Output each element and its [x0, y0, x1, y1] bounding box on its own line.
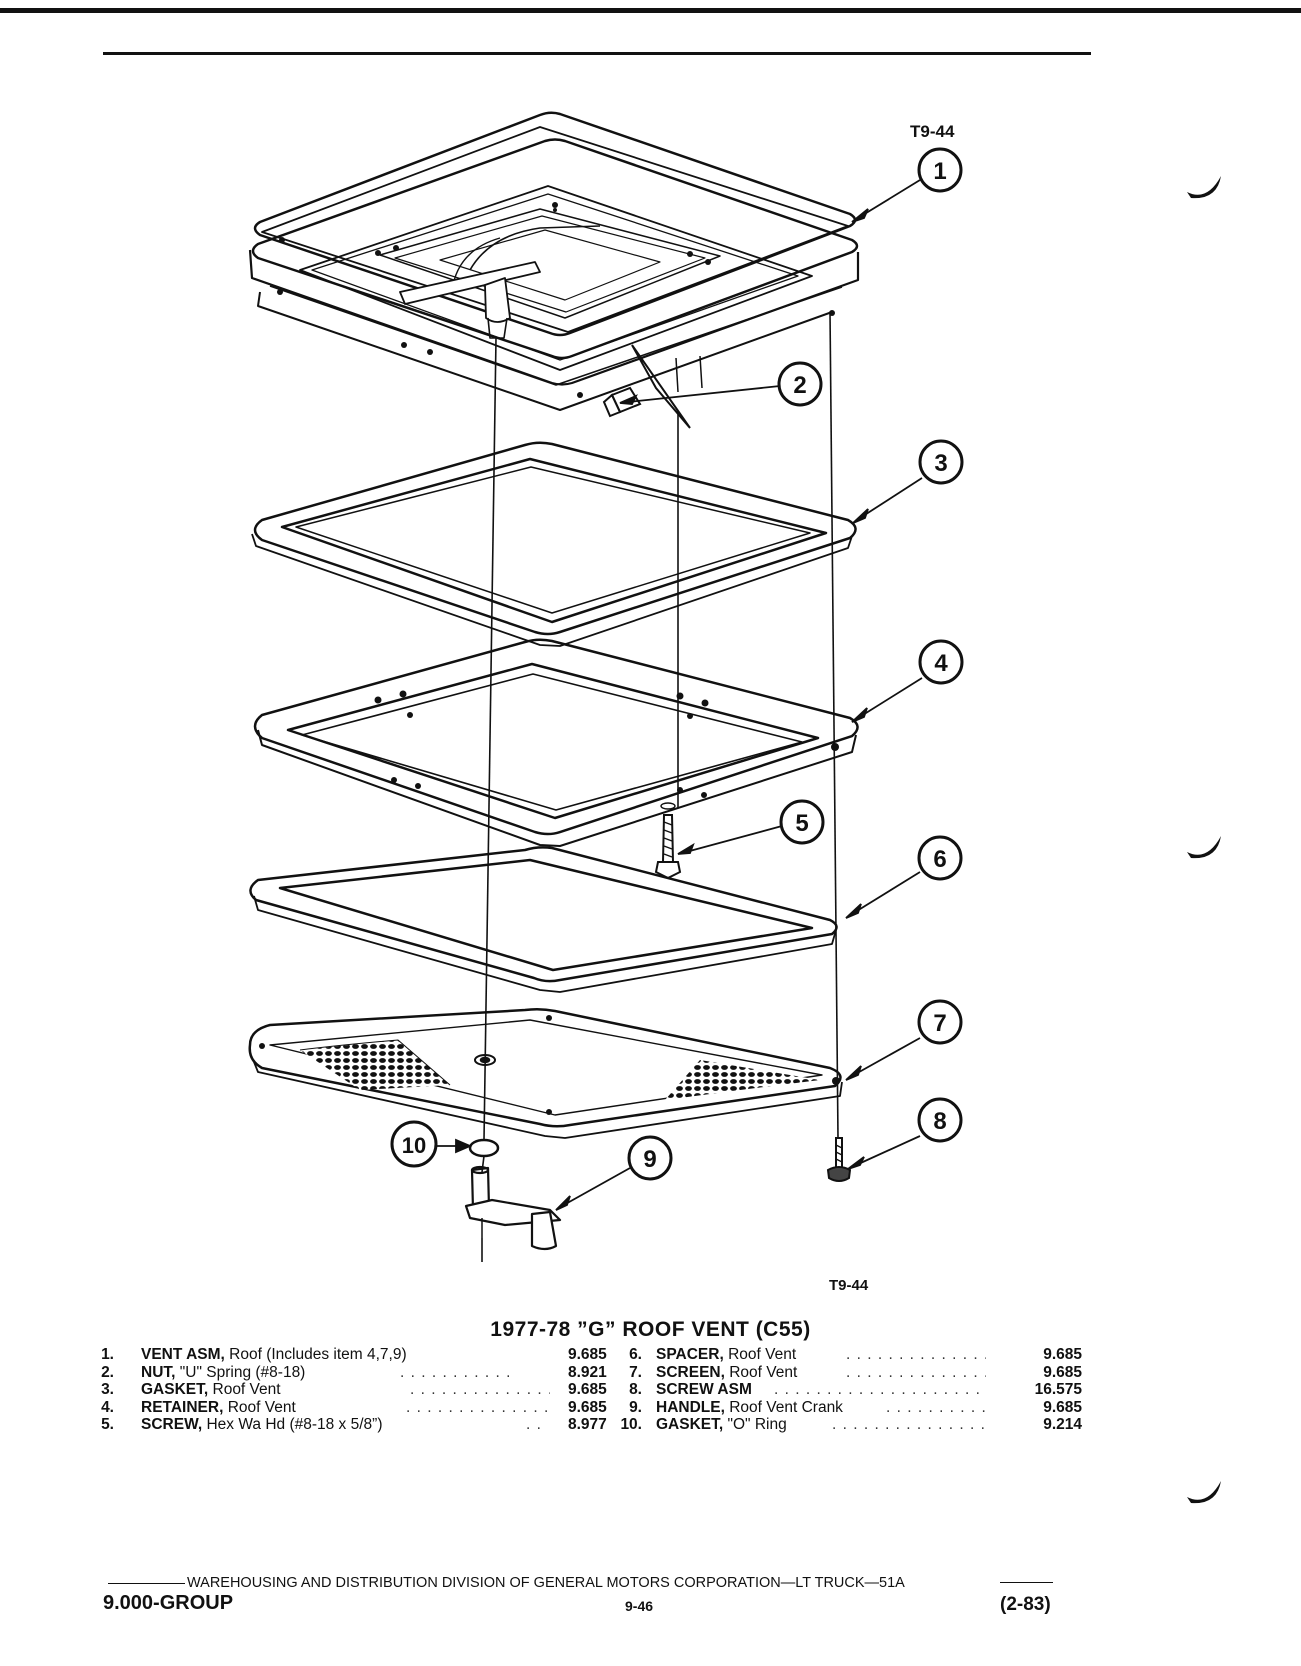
group-number: 9.685: [568, 1381, 607, 1398]
part-desc: "O" Ring: [727, 1416, 787, 1433]
callout-numbers: 1 2 3 4 5 6 7 8 9 10: [402, 158, 949, 1173]
group-number: 9.685: [1043, 1398, 1082, 1416]
gasket-part: [251, 441, 857, 647]
item-number: 5.: [101, 1416, 114, 1433]
binder-mark-icon: [1187, 1481, 1221, 1504]
footer-division: WAREHOUSING AND DISTRIBUTION DIVISION OF…: [108, 1575, 905, 1591]
part-desc: Roof Vent: [227, 1398, 296, 1416]
alignment-lines: [481, 311, 839, 1262]
callout-7: 7: [933, 1010, 946, 1037]
part-name: GASKET, "O" Ring: [656, 1416, 787, 1433]
top-rule: [0, 8, 1301, 13]
part-name: HANDLE, Roof Vent Crank: [656, 1398, 843, 1416]
list-item: 10. GASKET, "O" Ring . . . . . . . . . .…: [612, 1416, 1092, 1434]
footer-group: 9.000-GROUP: [103, 1592, 234, 1614]
list-item: 6. SPACER, Roof Vent . . . . . . . . . .…: [612, 1346, 1092, 1364]
part-name: GASKET, Roof Vent: [141, 1381, 281, 1398]
callout-9: 9: [643, 1146, 656, 1173]
part-name: VENT ASM, Roof (Includes item 4,7,9): [141, 1346, 407, 1363]
list-item: 5. SCREW, Hex Wa Hd (#8-18 x 5/8”) . . 8…: [88, 1416, 607, 1434]
binder-mark-icon: [1187, 836, 1221, 859]
dot-leader: . .: [526, 1416, 542, 1433]
crank-handle-part: [464, 1165, 562, 1251]
item-number: 4.: [101, 1398, 114, 1416]
group-number: 9.685: [1043, 1363, 1082, 1381]
part-name: RETAINER, Roof Vent: [141, 1398, 296, 1416]
item-number: 1.: [101, 1346, 114, 1363]
item-number: 8.: [629, 1381, 642, 1398]
spacer-part: [249, 846, 838, 993]
part-desc: Hex Wa Hd (#8-18 x 5/8”): [206, 1416, 383, 1433]
group-number: 8.977: [568, 1416, 607, 1433]
dot-leader: . . . . . . . . . . . . . .: [846, 1363, 986, 1381]
revision-date: (2-83): [1000, 1594, 1051, 1615]
callout-circles: [390, 147, 964, 1181]
part-desc: Roof Vent: [212, 1381, 281, 1398]
figure-label-bottom: T9-44: [829, 1277, 869, 1294]
part-desc: Roof Vent: [729, 1363, 798, 1381]
list-item: 3. GASKET, Roof Vent . . . . . . . . . .…: [88, 1381, 607, 1399]
dot-leader: . . . . . . . . . . . . . . . .: [832, 1416, 986, 1433]
callout-2: 2: [793, 372, 806, 399]
list-item: 9. HANDLE, Roof Vent Crank . . . . . . .…: [612, 1399, 1092, 1417]
hex-screw-part: [654, 802, 682, 880]
list-item: 8. SCREW ASM . . . . . . . . . . . . . .…: [612, 1381, 1092, 1399]
callout-8: 8: [933, 1108, 946, 1135]
figure-label-top: T9-44: [910, 122, 955, 141]
part-desc: Roof Vent Crank: [729, 1398, 843, 1416]
screw-asm-part: [826, 1137, 852, 1182]
item-number: 6.: [629, 1346, 642, 1363]
group-number: 9.214: [1043, 1416, 1082, 1433]
dot-leader: . . . . . . . . . .: [886, 1398, 986, 1416]
group-number: 9.685: [1043, 1346, 1082, 1363]
callout-3: 3: [934, 450, 947, 477]
group-number: 8.921: [568, 1363, 607, 1381]
part-name: SCREW ASM: [656, 1381, 752, 1398]
binder-mark-icon: [1187, 176, 1221, 199]
group-number: 9.685: [568, 1346, 607, 1363]
part-name: SCREW, Hex Wa Hd (#8-18 x 5/8”): [141, 1416, 383, 1433]
screen-part: [248, 1007, 843, 1139]
part-desc: "U" Spring (#8-18): [179, 1363, 306, 1381]
list-item: 1. VENT ASM, Roof (Includes item 4,7,9) …: [88, 1346, 607, 1364]
header-rule: [103, 52, 1091, 55]
u-spring-nut-part: [602, 344, 703, 429]
retainer-part: [253, 638, 859, 847]
item-number: 10.: [620, 1416, 642, 1433]
list-item: 7. SCREEN, Roof Vent . . . . . . . . . .…: [612, 1364, 1092, 1382]
item-number: 7.: [629, 1363, 642, 1381]
section-title: 1977-78 ”G” ROOF VENT (C55): [490, 1318, 811, 1341]
part-desc: Roof Vent: [728, 1346, 797, 1363]
callout-4: 4: [934, 650, 948, 677]
item-number: 2.: [101, 1363, 114, 1381]
dot-leader: . . . . . . . . . . . . . .: [406, 1398, 550, 1416]
callout-1: 1: [933, 158, 946, 185]
dot-leader: . . . . . . . . . . . . . .: [410, 1381, 550, 1398]
callout-6: 6: [933, 846, 946, 873]
roof-vent-exploded-diagram: 1 2 3 4 5 6 7 8 9 10: [248, 111, 964, 1262]
item-number: 9.: [629, 1398, 642, 1416]
list-item: 4. RETAINER, Roof Vent . . . . . . . . .…: [88, 1398, 607, 1417]
callout-leaders: [436, 179, 923, 1211]
part-name: SCREEN, Roof Vent: [656, 1363, 798, 1381]
group-number: 9.685: [568, 1398, 607, 1416]
footer-rule: [1000, 1582, 1053, 1583]
dot-leader: . . . . . . . . . . . . . . . . . . . .: [774, 1381, 981, 1398]
page-number: 9-46: [625, 1598, 654, 1614]
vent-assembly-part: [248, 111, 860, 411]
parts-list-right: 6. SPACER, Roof Vent . . . . . . . . . .…: [612, 1346, 1092, 1434]
dot-leader: . . . . . . . . . . . . . .: [846, 1346, 986, 1363]
callout-5: 5: [795, 810, 808, 837]
list-item: 2. NUT, "U" Spring (#8-18) . . . . . . .…: [88, 1363, 607, 1382]
dot-leader: . . . . . . . . . . .: [400, 1363, 512, 1381]
o-ring-part: [468, 1138, 500, 1158]
part-name: SPACER, Roof Vent: [656, 1346, 797, 1363]
group-number: 16.575: [1034, 1381, 1082, 1398]
parts-list-left: 1. VENT ASM, Roof (Includes item 4,7,9) …: [88, 1346, 607, 1434]
callout-10: 10: [402, 1133, 426, 1158]
part-desc: Roof (Includes item 4,7,9): [229, 1346, 407, 1363]
item-number: 3.: [101, 1381, 114, 1398]
part-name: NUT, "U" Spring (#8-18): [141, 1363, 306, 1381]
